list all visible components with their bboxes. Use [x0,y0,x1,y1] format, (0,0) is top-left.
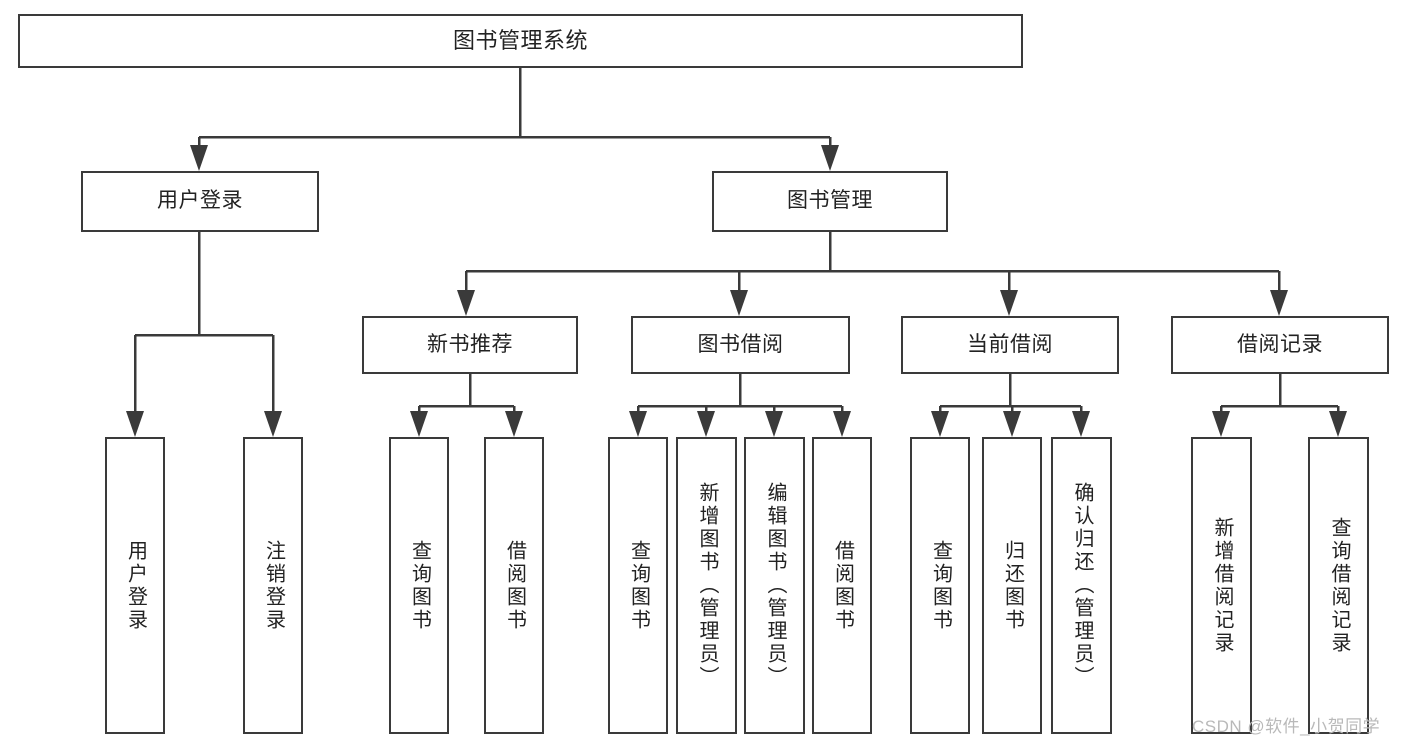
arrowhead-icon [1003,411,1021,437]
node-new-book-recommend[interactable]: 新书推荐 [362,316,578,374]
arrowhead-icon [697,411,715,437]
arrowhead-icon [505,411,523,437]
node-root-system-label: 图书管理系统 [452,28,588,54]
arrowhead-icon [410,411,428,437]
node-borrow-record[interactable]: 借阅记录 [1171,316,1389,374]
node-leaf-add-borrow-record[interactable]: 新增借阅记录 [1191,437,1252,734]
arrowhead-icon [931,411,949,437]
node-leaf-confirm-return-admin[interactable]: 确认归还（管理员） [1051,437,1112,734]
arrowhead-icon [833,411,851,437]
node-leaf-borrow-book-1-label: 借阅图书 [503,539,526,632]
node-book-borrow-label: 图书借阅 [697,332,784,356]
node-leaf-query-borrow-record-label: 查询借阅记录 [1328,516,1350,655]
node-leaf-confirm-return-admin-label: 确认归还（管理员） [1071,482,1093,689]
node-leaf-logout-login-label: 注销登录 [262,539,285,632]
node-leaf-edit-book-admin-label: 编辑图书（管理员） [764,482,786,689]
arrowhead-icon [190,145,208,171]
node-leaf-add-borrow-record-label: 新增借阅记录 [1211,516,1233,655]
arrowhead-icon [1072,411,1090,437]
node-user-login-label: 用户登录 [157,189,243,213]
arrowhead-icon [629,411,647,437]
node-leaf-borrow-book-1[interactable]: 借阅图书 [484,437,544,734]
node-leaf-borrow-book-2[interactable]: 借阅图书 [812,437,872,734]
arrowhead-icon [457,290,475,316]
node-current-borrow[interactable]: 当前借阅 [901,316,1119,374]
arrowhead-icon [264,411,282,437]
arrowhead-icon [765,411,783,437]
node-leaf-query-book-3[interactable]: 查询图书 [910,437,970,734]
node-leaf-logout-login[interactable]: 注销登录 [243,437,303,734]
arrowhead-icon [821,145,839,171]
node-new-book-recommend-label: 新书推荐 [427,332,513,356]
arrowhead-icon [1329,411,1347,437]
node-leaf-user-login-label: 用户登录 [124,539,147,632]
node-leaf-query-book-1[interactable]: 查询图书 [389,437,449,734]
arrowhead-icon [1000,290,1018,316]
node-leaf-return-book[interactable]: 归还图书 [982,437,1042,734]
arrowhead-icon [126,411,144,437]
arrowhead-icon [730,290,748,316]
node-leaf-return-book-label: 归还图书 [1001,539,1024,632]
node-book-borrow[interactable]: 图书借阅 [631,316,850,374]
node-leaf-add-book-admin[interactable]: 新增图书（管理员） [676,437,737,734]
arrowhead-icon [1212,411,1230,437]
node-leaf-borrow-book-2-label: 借阅图书 [831,539,854,632]
node-book-management[interactable]: 图书管理 [712,171,948,232]
node-leaf-query-book-2[interactable]: 查询图书 [608,437,668,734]
node-leaf-query-book-1-label: 查询图书 [408,539,431,632]
node-root-system[interactable]: 图书管理系统 [18,14,1023,68]
node-leaf-query-book-2-label: 查询图书 [627,539,650,632]
node-leaf-query-borrow-record[interactable]: 查询借阅记录 [1308,437,1369,734]
node-user-login[interactable]: 用户登录 [81,171,319,232]
node-book-management-label: 图书管理 [787,189,873,213]
node-leaf-edit-book-admin[interactable]: 编辑图书（管理员） [744,437,805,734]
arrowhead-icon [1270,290,1288,316]
node-leaf-add-book-admin-label: 新增图书（管理员） [696,482,718,689]
node-current-borrow-label: 当前借阅 [967,332,1053,356]
node-leaf-user-login[interactable]: 用户登录 [105,437,165,734]
node-leaf-query-book-3-label: 查询图书 [929,539,952,632]
node-borrow-record-label: 借阅记录 [1237,332,1323,356]
